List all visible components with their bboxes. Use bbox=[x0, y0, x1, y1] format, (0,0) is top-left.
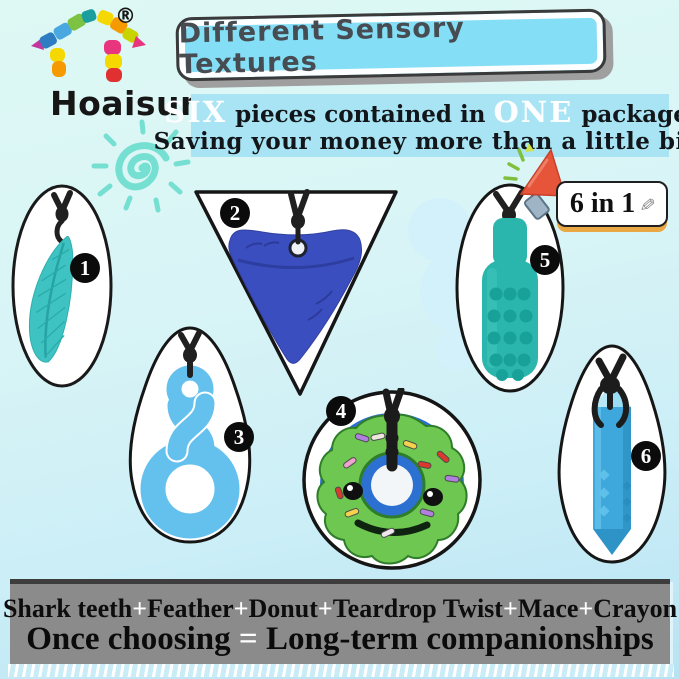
promo-line2: Saving your money more than a little bit… bbox=[153, 127, 679, 155]
pencil-icon: ✎ bbox=[635, 195, 658, 213]
text-segment: ONE bbox=[493, 94, 574, 129]
product-number: 1 bbox=[79, 255, 91, 280]
text-segment: = bbox=[238, 620, 258, 657]
crayon-pendant-icon bbox=[557, 344, 667, 564]
hoaisun-logo-icon bbox=[31, 9, 146, 82]
text-segment: Crayon bbox=[593, 593, 678, 623]
text-segment: Donut bbox=[248, 593, 318, 623]
banner-line1: Shark teeth+Feather+Donut+Teardrop Twist… bbox=[2, 593, 678, 623]
product-number-badge: 4 bbox=[326, 396, 356, 426]
text-segment: Teardrop Twist bbox=[332, 593, 503, 623]
stripe-decoration bbox=[8, 664, 674, 677]
teardrop-twist-pendant-icon bbox=[128, 326, 252, 544]
bottom-banner: Shark teeth+Feather+Donut+Teardrop Twist… bbox=[3, 579, 677, 667]
product-number-badge: 1 bbox=[70, 253, 100, 283]
mace-pendant-icon bbox=[455, 183, 565, 393]
shark-tooth-pendant-icon bbox=[194, 189, 398, 396]
product-number: 3 bbox=[233, 424, 245, 449]
text-segment: Mace bbox=[517, 593, 579, 623]
product-number-badge: 6 bbox=[631, 441, 661, 471]
six-in-one-badge: 6 in 1 ✎ bbox=[556, 181, 668, 227]
text-segment: package, bbox=[581, 100, 679, 128]
product-number-badge: 3 bbox=[224, 422, 254, 452]
product-number: 4 bbox=[335, 398, 347, 423]
banner-line2: Once choosing = Long-term companionships bbox=[26, 622, 654, 657]
registered-trademark: ® bbox=[115, 4, 136, 28]
donut-pendant-icon bbox=[302, 388, 482, 570]
product-number: 5 bbox=[539, 247, 551, 272]
text-segment: Feather bbox=[147, 593, 234, 623]
text-segment: + bbox=[132, 593, 148, 623]
text-segment: SIX bbox=[164, 94, 228, 129]
text-segment: Shark teeth bbox=[2, 593, 133, 623]
text-segment: + bbox=[578, 593, 594, 623]
text-segment: + bbox=[317, 593, 333, 623]
megaphone-icon bbox=[503, 143, 567, 220]
promo-band: SIX pieces contained in ONE package, Sav… bbox=[154, 94, 679, 157]
product-number-badge: 5 bbox=[530, 245, 560, 275]
badge-label: 6 in 1 bbox=[569, 188, 636, 219]
text-segment: + bbox=[502, 593, 518, 623]
feather-pendant-icon bbox=[11, 184, 113, 388]
text-segment: pieces contained in bbox=[227, 100, 494, 128]
text-segment: + bbox=[233, 593, 249, 623]
promo-line1: SIX pieces contained in ONE package, bbox=[164, 94, 679, 129]
brand-name: Hoaisun bbox=[50, 84, 204, 123]
product-number-badge: 2 bbox=[220, 198, 250, 228]
product-number: 2 bbox=[229, 200, 241, 225]
page-title: Different Sensory Textures bbox=[178, 12, 466, 81]
spiral-sun-icon bbox=[91, 119, 191, 213]
text-segment: Long-term companionships bbox=[257, 620, 654, 657]
title-banner: Different Sensory Textures bbox=[175, 8, 607, 82]
product-number: 6 bbox=[640, 443, 652, 468]
text-segment: Once choosing bbox=[26, 620, 239, 657]
